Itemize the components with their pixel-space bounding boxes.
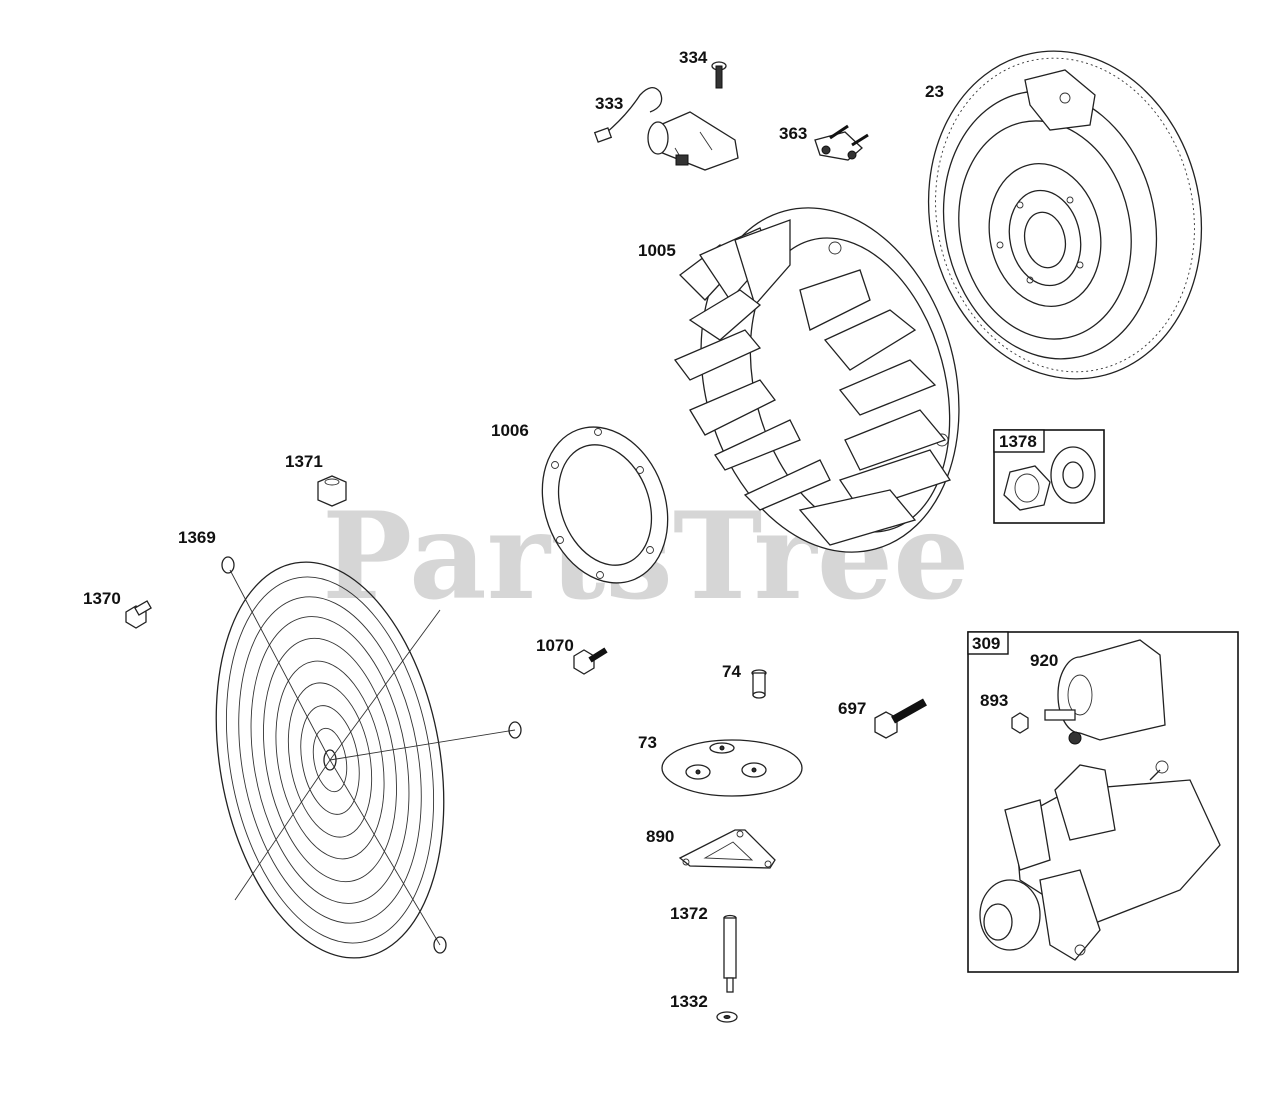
part-1372-standoff[interactable] bbox=[723, 914, 737, 993]
label-1369: 1369 bbox=[178, 528, 216, 547]
part-334-screw[interactable] bbox=[711, 61, 727, 89]
part-74-pin[interactable] bbox=[751, 669, 767, 699]
part-1369-fan-guard[interactable] bbox=[187, 544, 522, 976]
label-1371: 1371 bbox=[285, 452, 323, 471]
label-920: 920 bbox=[1030, 651, 1058, 670]
label-1006: 1006 bbox=[491, 421, 529, 440]
part-1006-gasket[interactable] bbox=[521, 409, 688, 600]
part-1070-bolt[interactable] bbox=[573, 647, 608, 675]
part-363-terminal[interactable] bbox=[814, 124, 869, 161]
label-334: 334 bbox=[679, 48, 708, 67]
part-1371-spacer[interactable] bbox=[317, 475, 347, 507]
part-893-nut[interactable] bbox=[1011, 712, 1029, 734]
label-1005: 1005 bbox=[638, 241, 676, 260]
label-1372: 1372 bbox=[670, 904, 708, 923]
part-1370-bolt[interactable] bbox=[125, 600, 152, 629]
label-893: 893 bbox=[980, 691, 1008, 710]
part-1378-kit[interactable] bbox=[993, 429, 1105, 524]
part-890-bracket[interactable] bbox=[678, 829, 776, 869]
label-1070: 1070 bbox=[536, 636, 574, 655]
label-23: 23 bbox=[925, 82, 944, 101]
label-73: 73 bbox=[638, 733, 657, 752]
part-73-plate[interactable] bbox=[661, 739, 803, 797]
part-697-bolt[interactable] bbox=[874, 698, 927, 739]
label-890: 890 bbox=[646, 827, 674, 846]
label-363: 363 bbox=[779, 124, 807, 143]
part-1005-fan[interactable] bbox=[664, 179, 996, 582]
part-333-ignition-coil[interactable] bbox=[593, 87, 739, 171]
part-920-solenoid[interactable] bbox=[1044, 639, 1166, 745]
label-333: 333 bbox=[595, 94, 623, 113]
part-23-flywheel[interactable] bbox=[899, 26, 1232, 405]
label-697: 697 bbox=[838, 699, 866, 718]
label-74: 74 bbox=[722, 662, 741, 681]
part-1332-washer[interactable] bbox=[716, 1011, 738, 1023]
part-309-starter-kit[interactable] bbox=[967, 631, 1239, 973]
label-1378: 1378 bbox=[999, 432, 1037, 451]
label-1332: 1332 bbox=[670, 992, 708, 1011]
label-309: 309 bbox=[972, 634, 1000, 653]
starter-motor bbox=[979, 760, 1221, 961]
label-1370: 1370 bbox=[83, 589, 121, 608]
